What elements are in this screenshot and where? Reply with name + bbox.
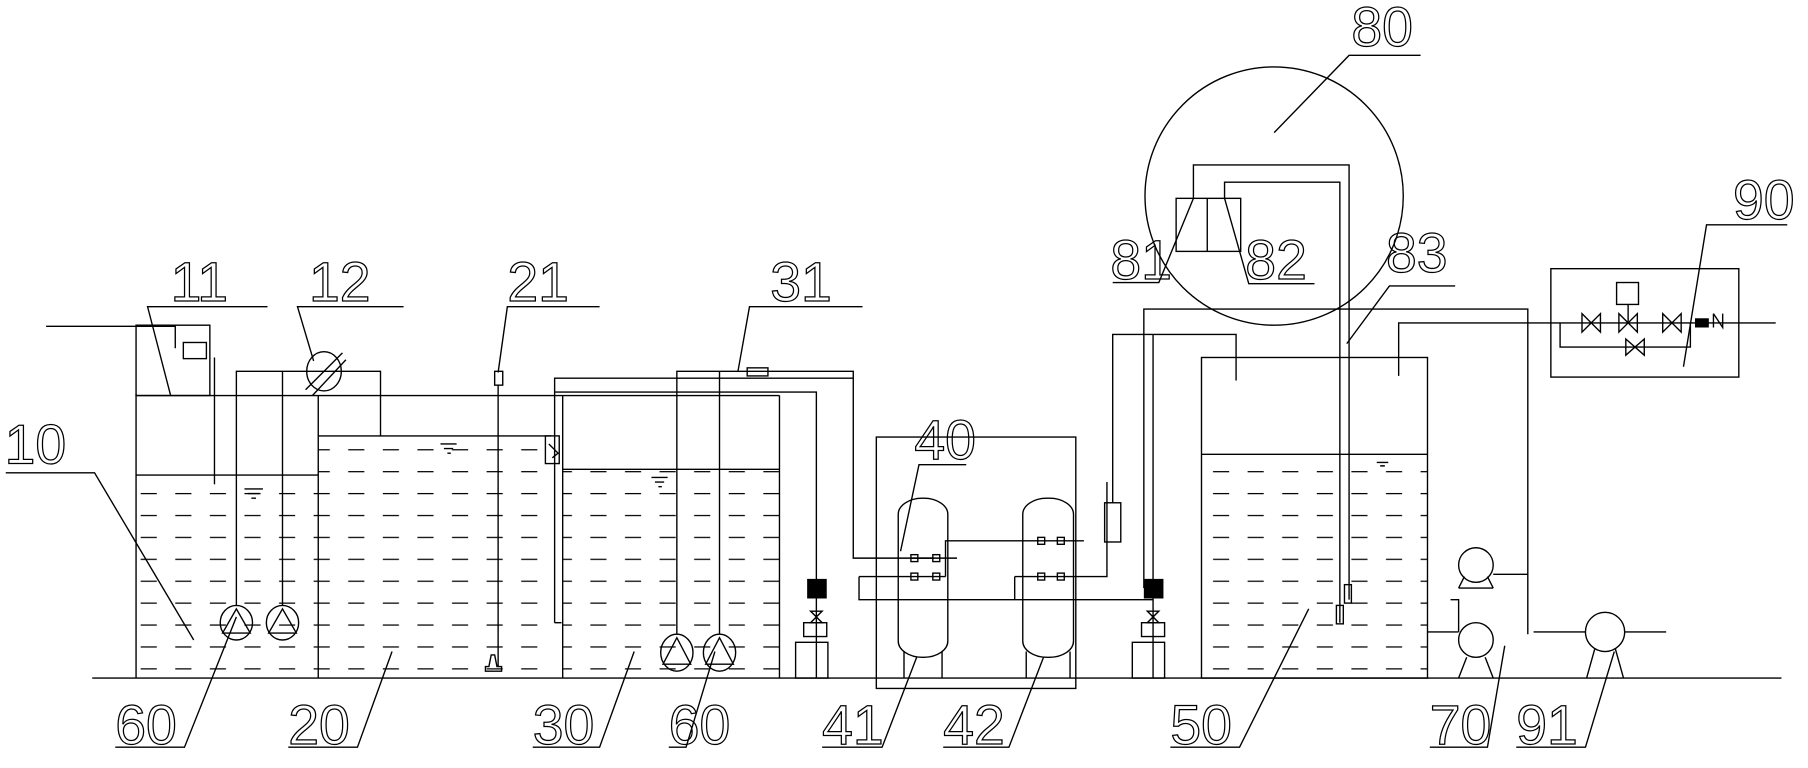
label-90: 90 xyxy=(1733,169,1795,231)
tank-30 xyxy=(553,377,854,679)
label-12: 12 xyxy=(309,251,371,313)
pump-91 xyxy=(1533,611,1667,679)
pump-70 xyxy=(1427,547,1528,679)
label-21: 21 xyxy=(507,251,569,313)
filter-tank-41 xyxy=(897,497,949,658)
label-70: 70 xyxy=(1430,694,1492,756)
pump-60-b xyxy=(660,367,934,672)
label-91: 91 xyxy=(1516,694,1578,756)
label-20: 20 xyxy=(288,694,350,756)
tank-10 xyxy=(135,357,319,679)
leader-lines xyxy=(5,54,1788,748)
mixer-21 xyxy=(484,370,504,672)
label-60-a: 60 xyxy=(115,694,177,756)
sensor-31 xyxy=(746,367,769,377)
label-82: 82 xyxy=(1245,229,1307,291)
inlet-box-11 xyxy=(46,324,211,397)
label-50: 50 xyxy=(1170,694,1232,756)
tank-50 xyxy=(1200,322,1776,679)
label-42: 42 xyxy=(943,694,1005,756)
dosing-unit-b xyxy=(1131,578,1166,679)
detail-80 xyxy=(1144,66,1404,625)
dosing-unit-a xyxy=(794,578,829,679)
tank-20 xyxy=(317,395,560,679)
label-31: 31 xyxy=(770,251,832,313)
flowmeter-12 xyxy=(305,351,347,397)
valve-box-90 xyxy=(1550,267,1740,378)
label-80: 80 xyxy=(1351,0,1413,58)
filter-tank-42 xyxy=(1022,497,1075,658)
weir-icon xyxy=(544,435,560,465)
label-41: 41 xyxy=(822,694,884,756)
label-60-b: 60 xyxy=(669,694,731,756)
label-10: 10 xyxy=(5,414,67,476)
label-81: 81 xyxy=(1110,229,1172,291)
label-11: 11 xyxy=(171,251,228,313)
label-40: 40 xyxy=(914,409,976,471)
label-83: 83 xyxy=(1386,222,1448,284)
pump-60-a xyxy=(219,370,382,641)
label-30: 30 xyxy=(533,694,595,756)
filter-unit-40 xyxy=(858,436,1154,690)
